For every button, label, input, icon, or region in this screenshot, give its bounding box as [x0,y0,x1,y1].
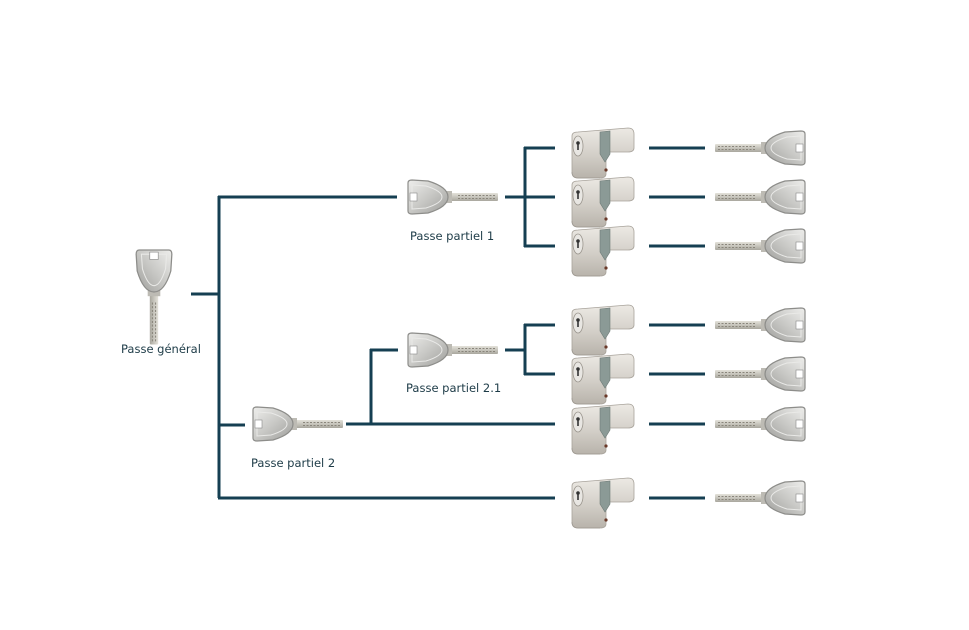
individual-key-icon [715,229,805,263]
master-key-label: Passe général [121,342,201,356]
individual-key-icon [715,180,805,214]
partial-key-1-label: Passe partiel 1 [410,229,495,243]
cylinder-icon [571,403,635,455]
individual-key-icon [715,481,805,515]
cylinder-icon [571,304,635,356]
partial-key-1-icon [407,179,499,215]
partial-key-2-label: Passe partiel 2 [251,456,336,470]
cylinder-icon [571,477,635,529]
individual-key-icon [715,131,805,165]
cylinder-icon [571,225,635,277]
individual-key-icon [715,357,805,391]
cylinder-icon [571,176,635,228]
connector-lines [191,146,705,500]
cylinder-icon [571,127,635,179]
partial-key-2-1-label: Passe partiel 2.1 [406,381,502,395]
master-key-icon [136,250,172,345]
cylinder-icon [571,353,635,405]
partial-key-2-1-icon [407,332,499,368]
individual-key-icon [715,407,805,441]
individual-key-icon [715,308,805,342]
partial-key-2-icon [252,406,344,442]
